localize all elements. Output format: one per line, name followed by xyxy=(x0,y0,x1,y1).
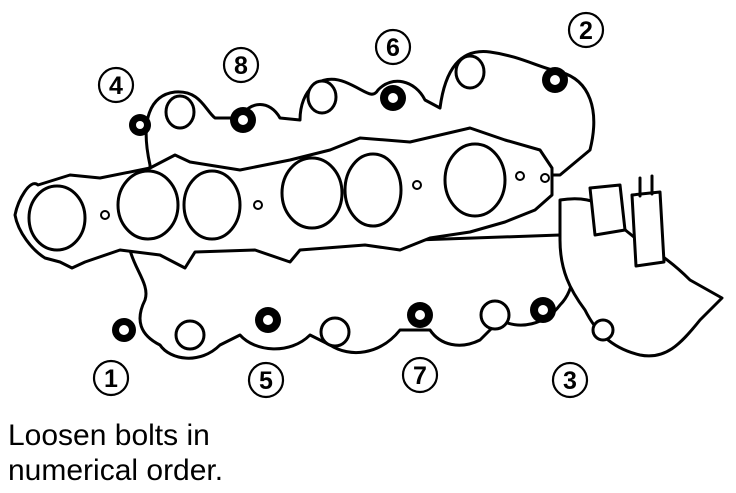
svg-text:4: 4 xyxy=(109,72,123,100)
intake-manifold-diagram: 1 2 3 4 5 6 7 8 xyxy=(13,11,724,399)
bolt-heads xyxy=(112,67,568,342)
bolt-label-3: 3 xyxy=(551,361,589,399)
bolt-5-head xyxy=(255,307,281,333)
svg-text:8: 8 xyxy=(234,52,248,80)
svg-text:6: 6 xyxy=(386,34,400,62)
instruction-caption: Loosen bolts in numerical order. xyxy=(8,418,408,488)
bolt-label-5: 5 xyxy=(247,361,285,399)
svg-text:2: 2 xyxy=(579,17,593,45)
bolt-3-head xyxy=(530,297,556,323)
bolt-label-8: 8 xyxy=(222,46,260,84)
bolt-label-7: 7 xyxy=(401,356,439,394)
caption-line-2: numerical order. xyxy=(8,454,224,487)
caption-line-1: Loosen bolts in xyxy=(8,419,210,452)
stud-bosses xyxy=(164,54,511,351)
svg-text:5: 5 xyxy=(259,367,273,395)
bolt-8-head xyxy=(230,107,256,133)
bolt-label-1: 1 xyxy=(92,359,130,397)
svg-text:3: 3 xyxy=(563,367,577,395)
bolt-1-head xyxy=(112,318,136,342)
bolt-label-6: 6 xyxy=(374,28,412,66)
svg-text:7: 7 xyxy=(413,362,427,390)
bolt-label-2: 2 xyxy=(567,11,605,49)
bolt-4-head xyxy=(129,114,151,136)
bolt-label-4: 4 xyxy=(97,66,135,104)
bolt-6-head xyxy=(380,85,406,111)
bolt-2-head xyxy=(542,67,568,93)
bolt-7-head xyxy=(407,302,433,328)
svg-text:1: 1 xyxy=(104,365,118,393)
manifold-flange xyxy=(13,126,554,270)
